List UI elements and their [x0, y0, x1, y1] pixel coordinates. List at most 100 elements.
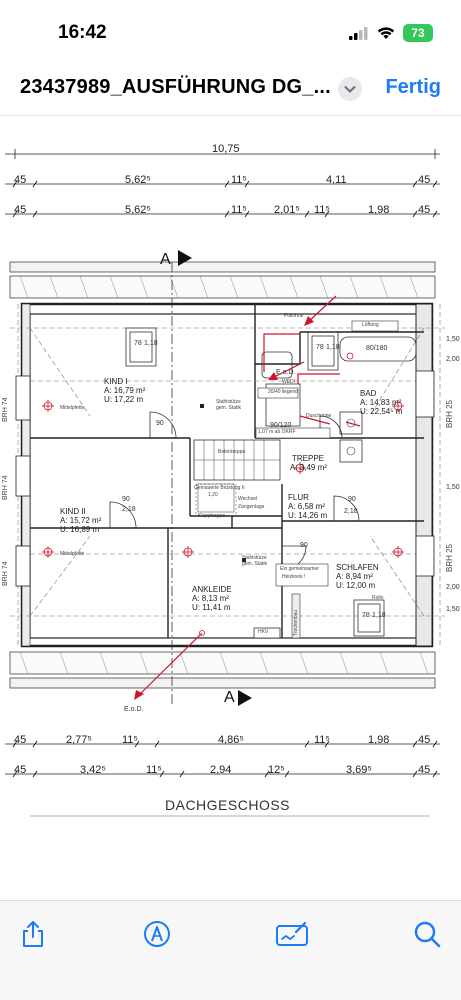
- label-window-height: 1,18: [144, 340, 158, 347]
- label-okrf: 1,07 m ab OKRF: [258, 429, 296, 435]
- label-klapptreppe: Klapptreppe: [198, 513, 225, 519]
- dim-label: 5,62⁵: [125, 174, 151, 186]
- room-flur-area: A: 6,58 m²: [288, 502, 325, 511]
- label-door-width: 90: [300, 542, 308, 549]
- label-brueste-h: 1,20: [208, 492, 218, 498]
- title-menu-button[interactable]: [338, 77, 362, 101]
- room-treppe-area: A: 3,49 m²: [290, 463, 327, 472]
- room-treppe-name: TREPPE: [292, 454, 325, 463]
- room-kind1-area: A: 16,79 m²: [104, 386, 146, 395]
- done-button[interactable]: Fertig: [385, 76, 441, 98]
- dim-label: 11⁵: [231, 204, 247, 216]
- room-ankleide-name: ANKLEIDE: [192, 585, 232, 594]
- dim-label: 2,94: [210, 764, 232, 776]
- room-bad-area: A: 14,83 m²: [360, 398, 402, 407]
- status-bar: 16:42 73: [0, 0, 461, 64]
- dim-label: 11⁵: [122, 734, 138, 746]
- dim-right: 2,00: [446, 584, 460, 591]
- search-icon: [414, 921, 441, 948]
- room-bad-name: BAD: [360, 389, 377, 398]
- dim-label: 11⁵: [146, 764, 162, 776]
- markup-pen-icon: [144, 921, 170, 947]
- dim-label: 2,01⁵: [274, 204, 300, 216]
- label-trockenbau: Trockenbau: [293, 609, 299, 636]
- label-window-height: 1,18: [372, 612, 386, 619]
- label-hkv: HKV: [258, 629, 269, 635]
- battery-indicator: 73: [403, 24, 433, 42]
- room-bad-perimeter: U: 22,54⁵ m: [360, 407, 403, 416]
- dim-label: 3,42⁵: [80, 764, 106, 776]
- markup-button[interactable]: [142, 919, 172, 949]
- label-window-width: 78: [362, 612, 370, 619]
- share-icon: [23, 921, 43, 947]
- dim-label: 11⁵: [314, 734, 330, 746]
- dim-label: 1,98: [368, 204, 390, 216]
- dim-label: 12⁵: [268, 764, 285, 776]
- label-brh-left-3: BRH 74: [2, 561, 9, 586]
- search-button[interactable]: [412, 919, 442, 949]
- section-marker-bottom: A: [224, 689, 235, 706]
- floor-plan-viewer[interactable]: 10,75 45 5,62⁵ 11⁵ 4,11 45 45 5,62⁵ 11⁵ …: [0, 116, 461, 900]
- dim-label: 11⁵: [231, 174, 247, 186]
- nav-bar: 23437989_AUSFÜHRUNG DG_... Fertig: [0, 64, 461, 116]
- label-window-height: 1,18: [326, 344, 340, 351]
- dim-total-width: 10,75: [212, 143, 240, 155]
- label-door-height: 2,18: [122, 506, 136, 513]
- label-door-width: 90: [122, 496, 130, 503]
- room-flur-name: FLUR: [288, 493, 309, 502]
- document-title[interactable]: 23437989_AUSFÜHRUNG DG_...: [20, 76, 331, 98]
- label-brh-left-1: BRH 74: [2, 397, 9, 422]
- label-pollrinne: Pollrinne: [284, 313, 304, 319]
- label-rollo: Rollo: [372, 595, 384, 601]
- room-schlafen-name: SCHLAFEN: [336, 563, 379, 572]
- room-kind2-name: KIND II: [60, 507, 86, 516]
- dim-label: 2,77⁵: [66, 734, 92, 746]
- label-eod-bottom: E.o.D.: [124, 706, 144, 713]
- label-betontreppe: Betontreppe: [218, 449, 246, 455]
- signature-button[interactable]: [274, 919, 310, 949]
- dim-right: 2,00: [446, 356, 460, 363]
- room-kind2-area: A: 15,72 m²: [60, 516, 102, 525]
- dim-label: 4,11: [326, 174, 347, 186]
- dim-label: 45: [14, 174, 27, 186]
- room-ankleide-area: A: 8,13 m²: [192, 594, 229, 603]
- room-kind1-perimeter: U: 17,22 m: [104, 395, 144, 404]
- dim-label: 45: [14, 764, 27, 776]
- dim-label: 1,98: [368, 734, 390, 746]
- dim-label: 11⁵: [314, 204, 330, 216]
- label-heizkreis-2: Heizkreis !: [282, 574, 306, 580]
- label-door-width: 90: [156, 420, 164, 427]
- status-icons: 73: [349, 24, 433, 42]
- room-kind2-perimeter: U: 16,89 m: [60, 525, 100, 534]
- dim-label: 45: [418, 764, 431, 776]
- dim-right: 1,50: [446, 484, 460, 491]
- label-bathtub-size: 80/180: [366, 345, 388, 352]
- status-time: 16:42: [58, 22, 107, 43]
- room-schlafen-perimeter: U: 12,00 m: [336, 581, 376, 590]
- label-dusche-size: 90/120: [270, 422, 292, 429]
- section-marker-top: A: [160, 251, 171, 268]
- share-button[interactable]: [18, 919, 48, 949]
- chevron-down-icon: [344, 86, 356, 93]
- label-mittelpfette-1: Mittelpfette: [60, 405, 85, 411]
- dim-label: 45: [14, 204, 27, 216]
- label-stahl-2: Stahlstütze: [242, 555, 267, 561]
- label-wedi: WEDI: [282, 379, 296, 385]
- label-brh-left-2: BRH 74: [2, 475, 9, 500]
- dim-label: 4,86⁵: [218, 734, 244, 746]
- label-door-height: 2,18: [344, 508, 358, 515]
- label-eod-top: E.o.D.: [276, 369, 296, 376]
- label-zangenlage: Zangenlage: [238, 504, 265, 510]
- signal-icon: [349, 27, 368, 40]
- label-wechsel: Wechsel: [238, 496, 258, 502]
- dim-label: 3,69⁵: [346, 764, 372, 776]
- label-window-width: 78: [134, 340, 142, 347]
- dim-label: 45: [418, 174, 431, 186]
- room-flur-perimeter: U: 14,26 m: [288, 511, 328, 520]
- label-window-width: 78: [316, 344, 324, 351]
- label-mittelpfette-2: Mittelpfette: [60, 551, 85, 557]
- dim-label: 45: [418, 734, 431, 746]
- dim-label: 45: [14, 734, 27, 746]
- room-ankleide-perimeter: U: 11,41 m: [192, 603, 231, 612]
- dim-label: 5,62⁵: [125, 204, 151, 216]
